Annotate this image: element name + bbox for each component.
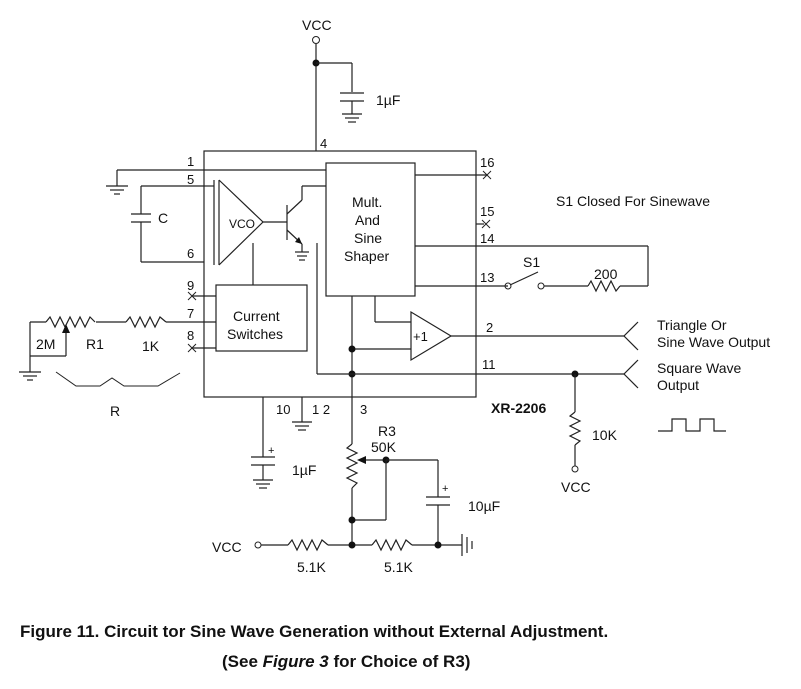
pin9-label: 9 [187, 278, 194, 293]
pull-up-10k [568, 370, 582, 473]
pin6-label: 6 [187, 246, 194, 261]
pin16-label: 16 [480, 155, 494, 170]
pin4-label: 4 [320, 136, 327, 151]
caption-figure-ref: Figure 3 [262, 652, 329, 671]
transistor-symbol [263, 185, 326, 261]
res-51k-left-label: 5.1K [297, 559, 326, 575]
current-label-2: Switches [227, 326, 283, 342]
pin8-label: 8 [187, 328, 194, 343]
plus-marker-1: + [268, 445, 274, 457]
caption-prefix: (See [222, 652, 263, 671]
square-output-label-1: Square Wave [657, 360, 742, 376]
pin13-label: 13 [480, 270, 494, 285]
cap-c-label: C [158, 210, 168, 226]
vcc-top-label: VCC [302, 17, 332, 33]
current-label-1: Current [233, 308, 280, 324]
r1-network [19, 315, 181, 387]
res-1k-label: 1K [142, 338, 160, 354]
current-switches-block [215, 284, 308, 352]
switch-s1-label: S1 [523, 254, 540, 270]
caption-line-2: (See Figure 3 for Choice of R3) [222, 652, 470, 672]
res-50k-label: 50K [371, 439, 397, 455]
output-buffer [352, 296, 639, 362]
pin5-label: 5 [187, 172, 194, 187]
right-pins [415, 170, 649, 287]
vcc-top-node [312, 36, 364, 151]
mult-label-4: Shaper [344, 248, 389, 264]
pin7-label: 7 [187, 306, 194, 321]
res-200-label: 200 [594, 266, 618, 282]
pin15-label: 15 [480, 204, 494, 219]
pin10-label: 10 [276, 402, 290, 417]
caption-suffix: for Choice of R3) [328, 652, 471, 671]
res-r3-label: R3 [378, 423, 396, 439]
vcc-bottom-label: VCC [212, 539, 242, 555]
mult-sine-shaper-block [325, 162, 416, 297]
switch-s1 [504, 271, 648, 293]
square-output-label-2: Output [657, 377, 699, 393]
res-r1-label: R1 [86, 336, 104, 352]
plus-marker-2: + [442, 483, 448, 495]
triangle-output-label-1: Triangle Or [657, 317, 727, 333]
pin11-label: 11 [482, 357, 496, 372]
mult-label-3: Sine [354, 230, 382, 246]
chip-name-label: XR-2206 [491, 400, 546, 416]
buffer-label: +1 [413, 329, 428, 344]
pin2-label: 2 [486, 320, 493, 335]
s1-note: S1 Closed For Sinewave [556, 193, 710, 209]
timing-capacitor [131, 185, 204, 263]
r3-network [345, 443, 450, 545]
triangle-output-label-2: Sine Wave Output [657, 334, 770, 350]
cap-top-label: 1µF [376, 92, 400, 108]
caption-line-1: Figure 11. Circuit tor Sine Wave Generat… [20, 622, 609, 641]
pin1-pin5-ground [106, 169, 326, 195]
mult-label-1: Mult. [352, 194, 382, 210]
res-r-label: R [110, 403, 120, 419]
cap-10uf-label: 10µF [468, 498, 500, 514]
res-2m-label: 2M [36, 336, 55, 352]
pin1-label: 1 [187, 154, 194, 169]
vcc-right-label: VCC [561, 479, 591, 495]
res-51k-right-label: 5.1K [384, 559, 413, 575]
mult-label-2: And [355, 212, 380, 228]
res-10k-label: 10K [592, 427, 618, 443]
cap-1uf-bottom-label: 1µF [292, 462, 316, 478]
chip-body [203, 150, 477, 398]
pin3-label: 3 [360, 402, 367, 417]
pin14-label: 14 [480, 231, 494, 246]
divider-network [254, 534, 473, 556]
square-wave-symbol [658, 418, 726, 432]
bottom-pins [251, 397, 312, 489]
vco-label: VCO [229, 217, 255, 231]
pin12-label: 1 2 [312, 402, 330, 417]
